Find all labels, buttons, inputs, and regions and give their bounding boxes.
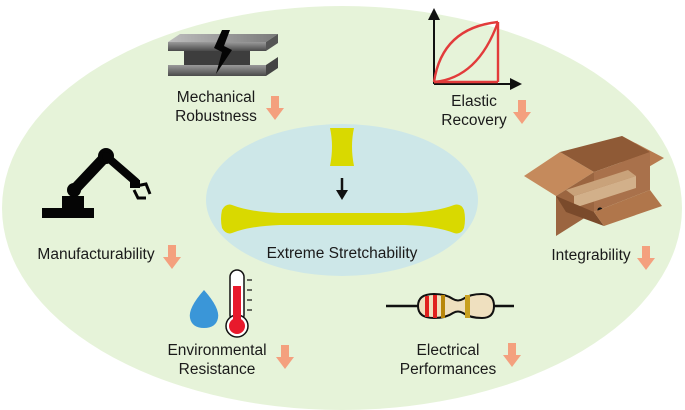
arrow-integrability [637, 246, 655, 270]
stretched-specimen-icon [221, 204, 465, 234]
arrow-mechanical [266, 96, 284, 120]
down-arrow-icon [637, 246, 655, 270]
steel-beam-icon [168, 30, 278, 76]
arrow-manufacturability [163, 245, 181, 269]
label-integrability: Integrability [551, 247, 631, 264]
arrow-electrical [503, 343, 521, 367]
arrow-environmental [276, 345, 294, 369]
down-arrow-icon [266, 96, 284, 120]
down-arrow-icon [503, 343, 521, 367]
down-arrow-icon [513, 100, 531, 124]
down-arrow-icon [276, 345, 294, 369]
arrow-elastic [513, 100, 531, 124]
robot-arm-icon [42, 148, 152, 218]
specimen-icon [221, 128, 465, 234]
center-label: Extreme Stretchability [266, 245, 418, 262]
resistor-icon [386, 292, 514, 320]
box-icon [524, 136, 664, 236]
hysteresis-curve-icon [428, 8, 522, 90]
down-arrow-icon [163, 245, 181, 269]
water-drop-thermometer-icon [189, 269, 252, 338]
label-manufacturability: Manufacturability [37, 246, 155, 263]
